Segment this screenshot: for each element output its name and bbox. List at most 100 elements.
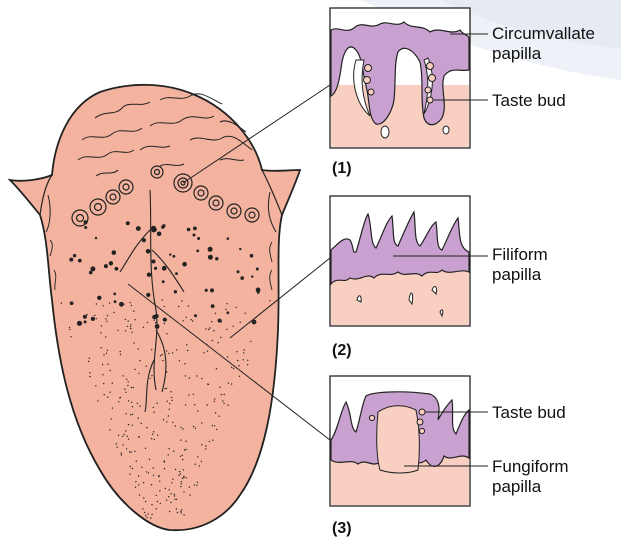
stipple-dot [151,375,152,376]
stipple-dot [123,444,124,445]
papilla-dot [152,260,156,264]
stipple-dot [138,475,139,476]
stipple-dot [195,428,196,429]
papilla-dot [193,234,196,237]
stipple-dot [212,440,213,441]
stipple-dot [227,356,228,357]
stipple-dot [112,383,113,384]
stipple-dot [107,364,108,365]
stipple-dot [125,413,126,414]
stipple-dot [205,448,206,449]
stipple-dot [240,322,241,323]
stipple-dot [89,358,90,359]
stipple-dot [125,430,126,431]
stipple-dot [128,424,129,425]
stipple-dot [236,351,237,352]
stipple-dot [116,443,117,444]
stipple-dot [127,385,128,386]
stipple-dot [233,326,234,327]
papilla-dot [240,276,244,280]
stipple-dot [134,319,135,320]
stipple-dot [138,417,139,418]
stipple-dot [245,313,246,314]
stipple-dot [103,383,104,384]
stipple-dot [106,353,107,354]
stipple-dot [153,475,154,476]
stipple-dot [141,423,142,424]
label-fungiform-line1: Fungiform [492,457,569,477]
panel-number-2: (2) [332,342,352,360]
stipple-dot [209,441,210,442]
stipple-dot [166,350,167,351]
stipple-dot [153,412,154,413]
stipple-dot [169,409,170,410]
stipple-dot [138,348,139,349]
papilla-dot [73,254,76,257]
stipple-dot [124,434,125,435]
stipple-dot [207,383,208,384]
stipple-dot [222,400,223,401]
stipple-dot [243,359,244,360]
stipple-dot [146,471,147,472]
stipple-dot [176,349,177,350]
stipple-dot [172,400,173,401]
stipple-dot [142,508,143,509]
stipple-dot [151,484,152,485]
stipple-dot [131,402,132,403]
papilla-dot [77,321,82,326]
stipple-dot [188,305,189,306]
stipple-dot [96,318,97,319]
papilla-dot [126,221,130,225]
stipple-dot [214,401,215,402]
stipple-dot [138,484,139,485]
stipple-dot [221,394,222,395]
stipple-dot [102,364,103,365]
stipple-dot [150,378,151,379]
stipple-dot [203,352,204,353]
stipple-dot [219,387,220,388]
stipple-dot [183,469,184,470]
label-circumvallate-line1: Circumvallate [492,24,595,44]
stipple-dot [170,502,171,503]
stipple-dot [157,435,158,436]
stipple-dot [238,365,239,366]
stipple-dot [148,472,149,473]
stipple-dot [185,404,186,405]
stipple-dot [88,361,89,362]
stipple-dot [146,517,147,518]
papilla-dot [109,261,113,265]
stipple-dot [151,504,152,505]
stipple-dot [168,353,169,354]
stipple-dot [103,305,104,306]
stipple-dot [181,481,182,482]
stipple-dot [172,422,173,423]
stipple-dot [206,404,207,405]
stipple-dot [181,512,182,513]
stipple-dot [216,429,217,430]
stipple-dot [183,477,184,478]
papilla-dot [90,266,95,271]
stipple-dot [70,336,71,337]
stipple-dot [118,435,119,436]
stipple-dot [128,400,129,401]
stipple-dot [143,482,144,483]
stipple-dot [194,404,195,405]
stipple-dot [212,425,213,426]
stipple-dot [131,451,132,452]
stipple-dot [215,313,216,314]
stipple-dot [173,450,174,451]
stipple-dot [91,317,92,318]
stipple-dot [190,319,191,320]
papilla-dot [256,268,259,271]
papilla-dot [114,300,117,303]
stipple-dot [233,368,234,369]
stipple-dot [141,467,142,468]
stipple-dot [227,404,228,405]
stipple-dot [101,325,102,326]
stipple-dot [209,327,210,328]
stipple-dot [171,493,172,494]
tongue [10,85,300,530]
stipple-dot [174,494,175,495]
stipple-dot [61,302,62,303]
papilla-dot [136,226,141,231]
